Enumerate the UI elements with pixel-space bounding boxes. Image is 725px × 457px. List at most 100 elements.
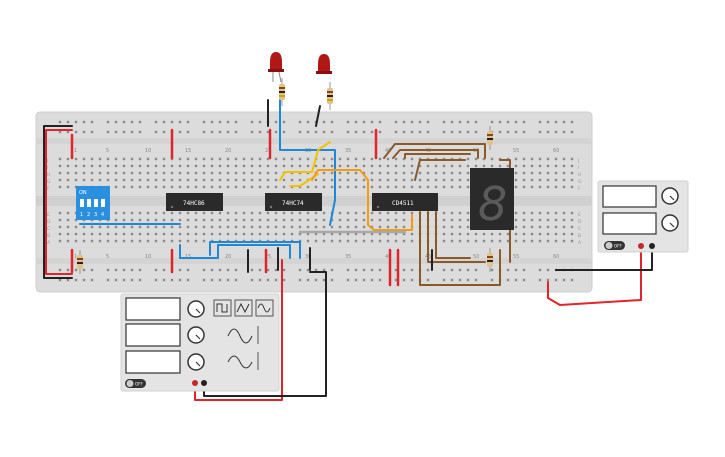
black-wire[interactable] (315, 105, 321, 127)
chip-cd4511[interactable]: CD4511 (372, 193, 438, 211)
blue-wire[interactable] (279, 99, 336, 226)
dip-switch-levers[interactable] (80, 199, 105, 207)
led-left[interactable] (268, 52, 284, 83)
power-supply[interactable]: OFF (597, 180, 689, 253)
ps-negative-terminal[interactable] (649, 243, 655, 249)
red-wire[interactable] (45, 129, 73, 275)
sine-wave-button[interactable] (255, 299, 274, 317)
breadboard-hole (162, 225, 166, 229)
resistor-icon[interactable] (327, 82, 333, 110)
breadboard-hole (346, 225, 350, 229)
yellow-wire[interactable] (289, 173, 319, 187)
brown-wire[interactable] (427, 211, 486, 263)
led-icon[interactable] (318, 54, 330, 74)
knob-icon[interactable] (187, 326, 205, 344)
breadboard-hole (122, 239, 126, 243)
fg-negative-terminal[interactable] (201, 380, 207, 386)
breadboard-hole (426, 120, 430, 124)
dip-position-label: 1 (80, 212, 83, 218)
breadboard-hole (58, 130, 62, 134)
breadboard-hole (226, 164, 230, 168)
dip-lever[interactable] (87, 199, 91, 207)
function-generator[interactable]: OFF (120, 293, 280, 392)
resistor-icon[interactable] (487, 248, 493, 272)
breadboard-hole (266, 164, 270, 168)
chip-body[interactable] (166, 193, 223, 211)
breadboard-hole (450, 218, 454, 222)
breadboard-hole (466, 268, 470, 272)
resistors[interactable] (77, 78, 493, 274)
resistor-icon[interactable] (77, 250, 83, 274)
blue-wire[interactable] (179, 244, 291, 259)
brown-wire[interactable] (419, 211, 501, 286)
breadboard-hole (514, 130, 518, 134)
brown-wire[interactable] (392, 149, 479, 159)
breadboard-hole (370, 225, 374, 229)
breadboard-hole (322, 211, 326, 215)
resistor-icon[interactable] (487, 126, 493, 150)
yellow-wire[interactable] (279, 141, 331, 181)
breadboard-hole (346, 268, 350, 272)
breadboard-hole (306, 218, 310, 222)
breadboard-hole (378, 120, 382, 124)
chip-74hc86[interactable]: 74HC86 (166, 193, 223, 211)
black-wire[interactable] (43, 125, 73, 279)
brown-wire[interactable] (383, 143, 486, 159)
breadboard-hole (314, 178, 318, 182)
breadboard-hole (562, 157, 566, 161)
knob-icon[interactable] (661, 214, 679, 232)
column-number: 10 (145, 148, 151, 154)
dip-switch[interactable]: ON 1 2 3 4 (76, 186, 110, 220)
breadboard-hole (298, 225, 302, 229)
red-wire[interactable] (547, 247, 642, 306)
breadboard-hole (570, 171, 574, 175)
square-wave-button[interactable] (213, 299, 232, 317)
knob-icon[interactable] (187, 353, 205, 371)
breadboard-hole (362, 239, 366, 243)
dip-lever[interactable] (80, 199, 84, 207)
row-letter: B (578, 233, 581, 239)
breadboard-hole (418, 171, 422, 175)
breadboard-hole (162, 232, 166, 236)
row-letter: C (47, 226, 50, 232)
breadboard-hole (114, 211, 118, 215)
breadboard-hole (234, 178, 238, 182)
chip-body[interactable] (265, 193, 322, 211)
breadboard-hole (58, 278, 62, 282)
ps-power-button[interactable]: OFF (604, 241, 625, 250)
ps-positive-terminal[interactable] (638, 243, 644, 249)
chip-body[interactable] (372, 193, 438, 211)
row-letter: E (47, 212, 50, 218)
breadboard-hole (522, 178, 526, 182)
display-body[interactable] (470, 168, 514, 230)
seven-segment-display[interactable]: 8 (470, 168, 514, 231)
rail-jumpers[interactable] (70, 128, 400, 287)
chip-74hc74[interactable]: 74HC74 (265, 193, 322, 211)
breadboard-hole (66, 268, 70, 272)
dip-lever[interactable] (101, 199, 105, 207)
fg-positive-terminal[interactable] (192, 380, 198, 386)
blue-wire[interactable] (209, 241, 301, 259)
triangle-wave-button[interactable] (234, 299, 253, 317)
dip-lever[interactable] (94, 199, 98, 207)
orange-wire[interactable] (311, 169, 413, 231)
breadboard-hole (106, 225, 110, 229)
knob-icon[interactable] (661, 187, 679, 205)
breadboard-hole (226, 278, 230, 282)
black-wire[interactable] (555, 247, 653, 271)
led-icon[interactable] (270, 52, 282, 72)
resistor-icon[interactable] (279, 78, 285, 106)
knob-icon[interactable] (187, 300, 205, 318)
brown-wire[interactable] (404, 153, 471, 159)
brown-wire[interactable] (414, 159, 466, 181)
brown-wire[interactable] (435, 211, 471, 259)
breadboard-hole (330, 278, 334, 282)
fg-power-button[interactable]: OFF (125, 379, 146, 388)
column-number: 40 (385, 148, 391, 154)
led-right[interactable] (316, 54, 332, 74)
black-wire[interactable] (203, 271, 327, 397)
breadboard-hole (290, 211, 294, 215)
breadboard-hole (66, 178, 70, 182)
